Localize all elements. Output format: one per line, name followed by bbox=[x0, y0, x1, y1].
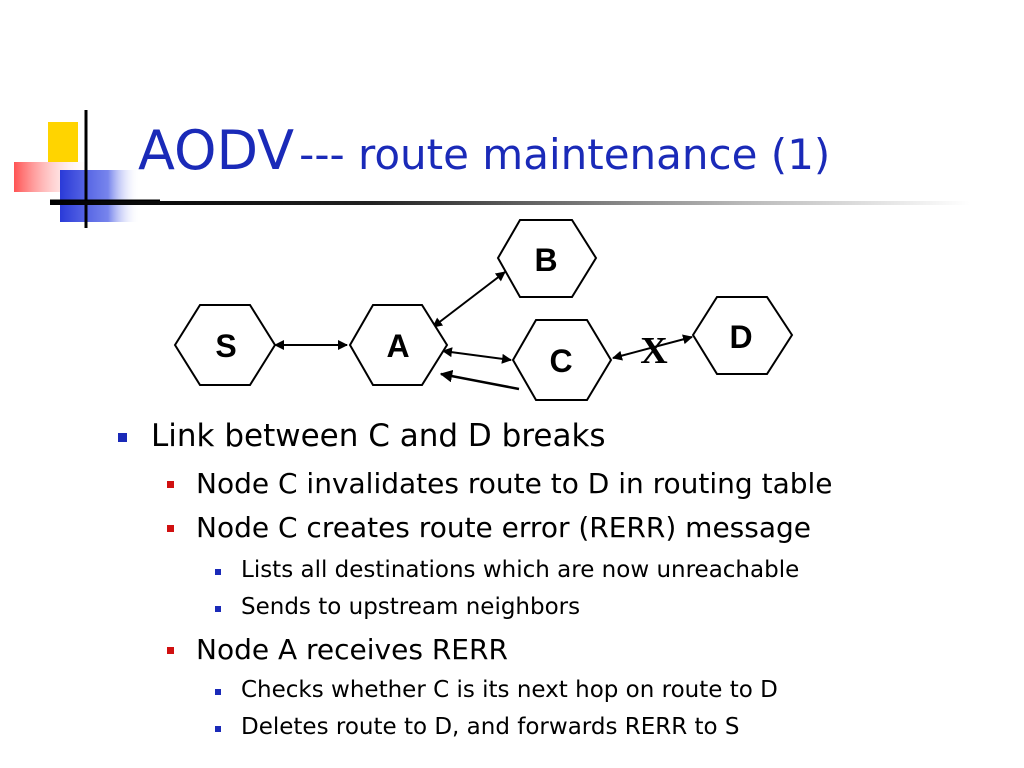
bullet-text: Lists all destinations which are now unr… bbox=[241, 557, 800, 583]
bullet-item: Sends to upstream neighbors bbox=[215, 594, 581, 620]
node-c: C bbox=[511, 319, 613, 401]
link-a-b bbox=[432, 271, 506, 328]
network-diagram: S A B C D X bbox=[173, 219, 794, 401]
bullet-square-blue bbox=[118, 433, 127, 442]
slide-title: AODV --- route maintenance (1) bbox=[138, 124, 830, 178]
bullet-square-blue bbox=[215, 726, 221, 732]
link-a-c bbox=[442, 347, 512, 364]
bullet-square-blue bbox=[215, 689, 221, 695]
bullet-square-blue bbox=[215, 569, 221, 575]
bullet-text: Deletes route to D, and forwards RERR to… bbox=[241, 714, 740, 740]
bullet-text: Sends to upstream neighbors bbox=[241, 594, 581, 620]
bullet-text: Link between C and D breaks bbox=[151, 418, 606, 454]
slide-title-main: AODV bbox=[138, 119, 295, 182]
bullet-item: Lists all destinations which are now unr… bbox=[215, 557, 800, 583]
node-d: D bbox=[691, 296, 794, 375]
node-c-label: C bbox=[549, 343, 572, 379]
node-s: S bbox=[173, 304, 277, 386]
bullet-text: Node C invalidates route to D in routing… bbox=[196, 467, 833, 500]
bullet-item: Link between C and D breaks bbox=[118, 418, 606, 454]
node-b: B bbox=[496, 219, 598, 298]
bullet-square-blue bbox=[215, 606, 221, 612]
node-b-label: B bbox=[534, 242, 557, 278]
node-a: A bbox=[348, 304, 449, 386]
deco-blue-square bbox=[60, 170, 140, 222]
bullet-square-red bbox=[167, 525, 174, 532]
node-d-label: D bbox=[729, 319, 752, 355]
bullet-item: Node C invalidates route to D in routing… bbox=[167, 467, 833, 500]
deco-yellow-square bbox=[48, 122, 78, 162]
broken-link-mark: X bbox=[640, 330, 667, 372]
bullet-item: Node C creates route error (RERR) messag… bbox=[167, 511, 812, 544]
link-c-d bbox=[612, 334, 693, 361]
bullet-text: Node A receives RERR bbox=[196, 633, 508, 666]
bullet-item: Node A receives RERR bbox=[167, 633, 508, 666]
slide-title-sub: --- route maintenance (1) bbox=[299, 130, 831, 179]
node-a-label: A bbox=[386, 328, 409, 364]
bullet-square-red bbox=[167, 481, 174, 488]
bullet-text: Node C creates route error (RERR) messag… bbox=[196, 511, 812, 544]
bullet-item: Deletes route to D, and forwards RERR to… bbox=[215, 714, 740, 740]
title-underline bbox=[50, 201, 970, 205]
rerr-arrow-c-to-a bbox=[439, 369, 520, 391]
node-s-label: S bbox=[215, 328, 236, 364]
bullet-item: Checks whether C is its next hop on rout… bbox=[215, 677, 778, 703]
bullet-text: Checks whether C is its next hop on rout… bbox=[241, 677, 778, 703]
bullet-square-red bbox=[167, 647, 174, 654]
